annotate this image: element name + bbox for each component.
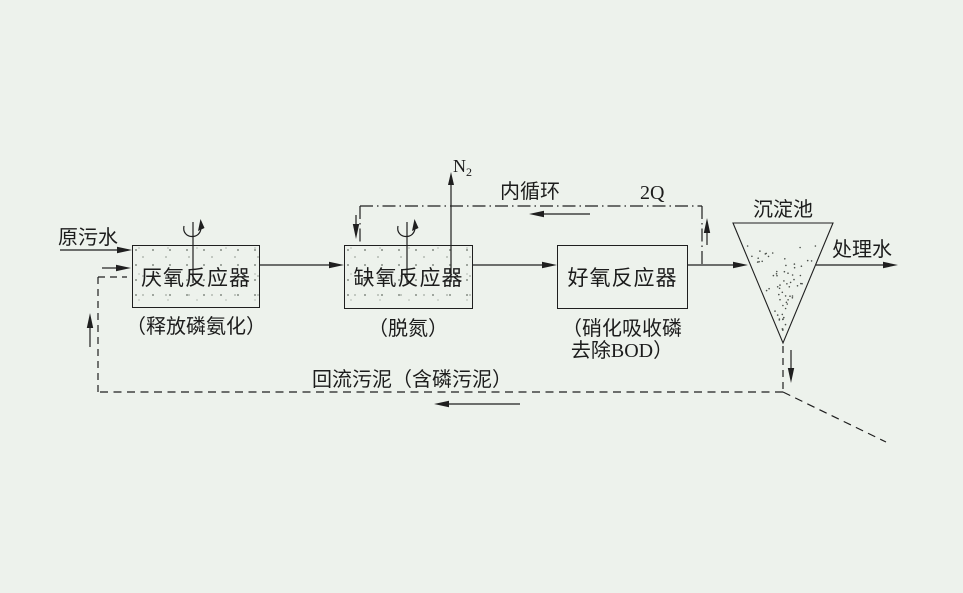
treated-water-flow-arrow xyxy=(816,261,898,269)
anoxic-reactor-caption: （脱氮） xyxy=(368,318,448,340)
flow-arrow-anaerobic-to-anoxic xyxy=(260,261,344,269)
aerobic-reactor-label: 好氧反应器 xyxy=(567,266,678,290)
anoxic-reactor-label: 缺氧反应器 xyxy=(353,266,464,290)
sedimentation-tank-label: 沉淀池 xyxy=(753,199,813,221)
sludge-outlet-arrow xyxy=(782,346,795,390)
excess-sludge-line xyxy=(782,391,887,443)
aerobic-reactor-caption-line1: （硝化吸收磷 xyxy=(562,318,682,340)
n2-label: N2 xyxy=(453,156,472,179)
internal-circulation-label: 内循环 xyxy=(500,181,560,203)
recycle-flow-rate-label: 2Q xyxy=(640,182,665,204)
anaerobic-reactor-label: 厌氧反应器 xyxy=(141,265,251,290)
anoxic-reactor-box: 缺氧反应器 xyxy=(344,245,473,309)
return-sludge-line xyxy=(98,391,783,408)
treated-water-label: 处理水 xyxy=(832,239,892,261)
flow-arrow-aerobic-to-tank xyxy=(688,261,748,269)
anaerobic-reactor-box: 厌氧反应器 xyxy=(132,245,260,308)
sedimentation-tank-shape xyxy=(732,222,834,345)
aerobic-reactor-caption-line2: 去除BOD） xyxy=(570,340,674,362)
flow-arrow-anoxic-to-aerobic xyxy=(473,261,557,269)
anaerobic-reactor-caption: （释放磷氨化） xyxy=(126,316,266,338)
aerobic-reactor-box: 好氧反应器 xyxy=(557,245,688,309)
internal-circulation-line xyxy=(352,205,711,265)
raw-water-flow-arrow xyxy=(60,246,132,254)
raw-water-label: 原污水 xyxy=(58,227,118,249)
return-sludge-label: 回流污泥（含磷污泥） xyxy=(312,369,512,391)
return-sludge-entry-arrow xyxy=(86,264,131,392)
